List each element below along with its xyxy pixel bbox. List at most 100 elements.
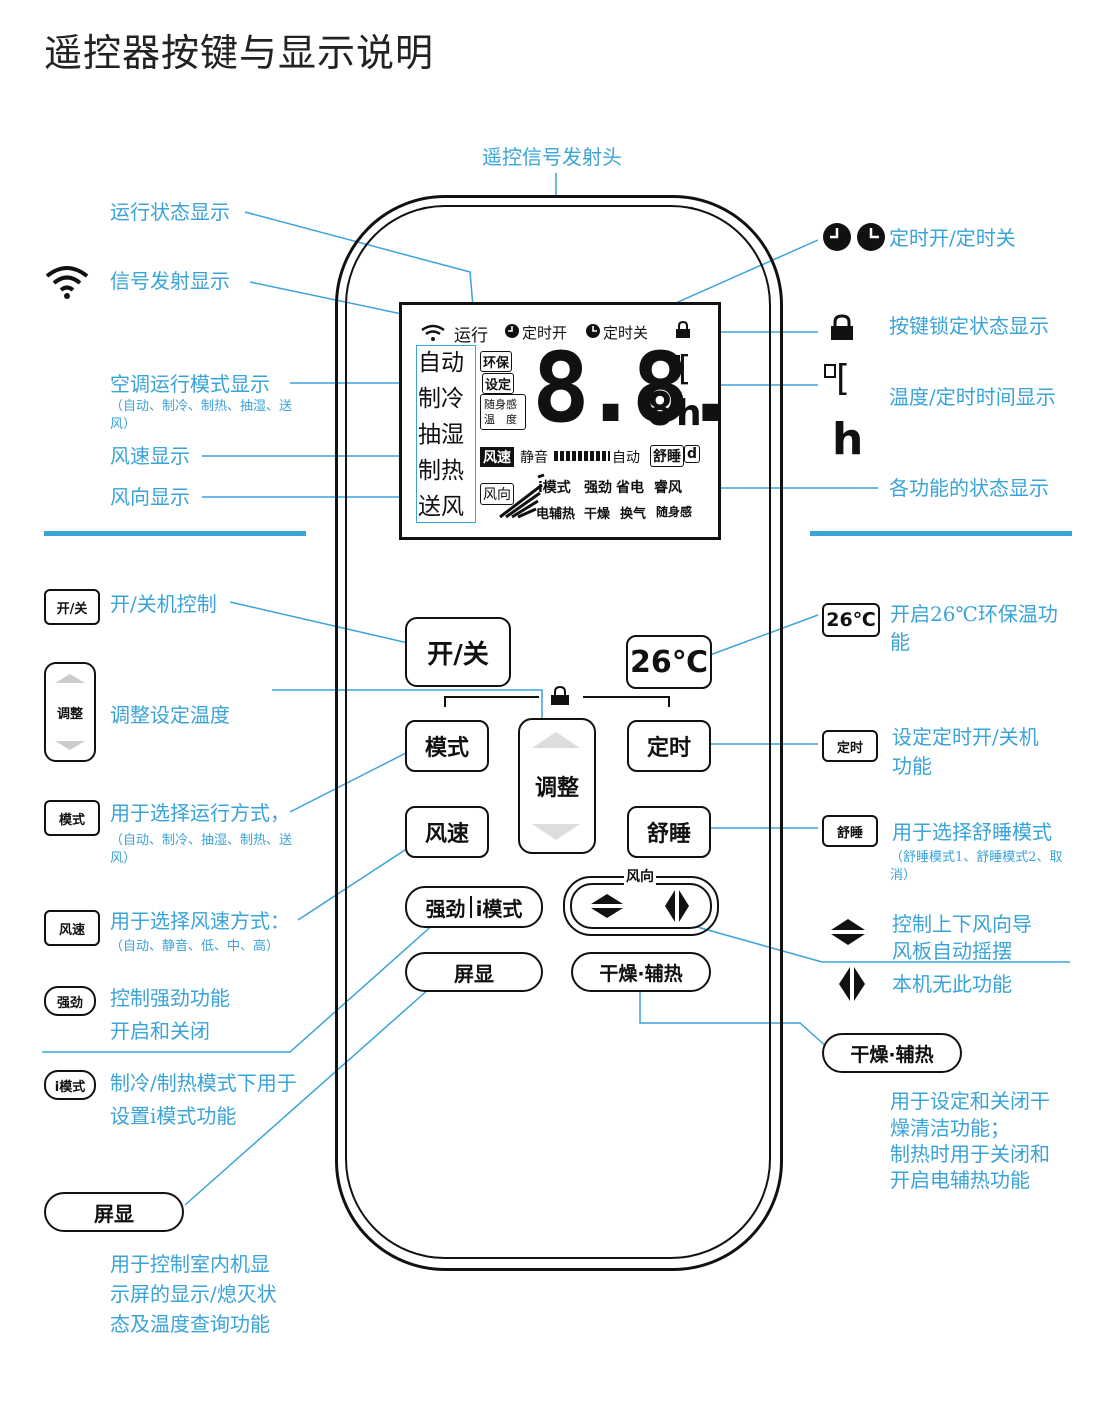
lcd-timer-on: 定时开 [522,324,568,342]
turbo-imode-button[interactable]: 强劲 i模式 [405,886,543,928]
swing-leftright-icon[interactable] [664,889,690,923]
power-button[interactable]: 开/关 [405,617,511,687]
label-fan-dir: 风向显示 [110,485,190,509]
lcd-sleep-mode-icon: d [684,445,701,463]
lcd-eco: 环保 [480,351,513,372]
small-down-arrow-icon [55,741,85,750]
up-arrow-icon[interactable] [528,728,584,750]
sleep-icon-small: 舒睡 [822,815,878,847]
label-timer: 定时开/定时关 [889,226,1016,250]
celsius-glyph: [ [836,358,851,399]
power-icon-small: 开/关 [44,589,100,625]
eco26-button[interactable]: 26℃ [626,635,712,689]
desc-dry-1: 用于设定和关闭干 [890,1089,1050,1113]
lcd-mode-heat: 制热 [418,458,464,484]
desc-power: 开/关机控制 [110,592,217,616]
lcd-mode-cool: 制冷 [418,386,464,412]
label-ac-mode-sub: （自动、制冷、制热、抽湿、送风） [110,399,293,432]
adjust-label: 调整 [534,776,579,801]
desc-swing-1: 控制上下风向导 [892,912,1032,936]
lcd-clock-on-icon [505,324,519,338]
display-icon-small: 屏显 [44,1192,184,1232]
desc-no-func: 本机无此功能 [892,972,1012,996]
desc-dry-2: 燥清洁功能； [890,1116,1010,1140]
sleep-button[interactable]: 舒睡 [627,806,711,858]
lcd-run: 运行 [454,326,488,346]
timer-button[interactable]: 定时 [627,720,711,772]
lock-icon [831,314,853,340]
display-button[interactable]: 屏显 [405,952,543,992]
lcd-mode-fan: 送风 [418,494,464,520]
lcd-digit-small: 8 [646,382,674,436]
lcd-sleep: 舒睡 [650,445,684,467]
lcd-body-box: 随身感 温 度 [480,394,526,430]
direction-button[interactable] [570,883,712,929]
desc-turbo-2: 开启和关闭 [110,1019,210,1043]
lcd-mode-box [416,345,476,523]
small-up-arrow-icon [55,674,85,683]
label-ac-mode: 空调运行模式显示 [110,372,270,396]
remote-body [335,195,783,1271]
lcd-turbo: 强劲 [584,480,612,496]
lcd-timer-off: 定时关 [603,324,649,342]
desc-adjust: 调整设定温度 [110,703,230,727]
swing-leftright-icon-small [839,967,865,1001]
button-separator [469,896,472,918]
lcd-vent: 换气 [620,507,647,522]
label-lock: 按键锁定状态显示 [889,314,1049,338]
lcd-degree [670,355,680,367]
imode-label: i模式 [475,896,523,921]
desc-mode: 用于选择运行方式， [110,801,290,825]
adjust-icon-label: 调整 [56,706,83,722]
lcd-save: 省电 [616,480,644,496]
desc-timer-1: 设定定时开/关机 [892,725,1039,749]
desc-dry-4: 开启电辅热功能 [890,1168,1030,1192]
lock-bracket [444,685,670,707]
lcd-imode: i模式 [538,480,571,496]
desc-imode-1: 制冷/制热模式下用于 [110,1071,297,1095]
direction-label: 风向 [624,866,656,886]
adjust-icon-small: 调整 [44,662,96,762]
lcd-dir: 风向 [480,483,514,505]
page-title: 遥控器按键与显示说明 [44,31,435,75]
lcd-hour: h [676,393,702,434]
lcd-louver-icon [499,473,545,519]
swing-updown-icon-small [831,919,865,945]
desc-mode-sub: （自动、制冷、抽湿、制热、送风） [110,833,293,866]
clock-icons [823,223,885,251]
lcd-body2: 温 度 [484,413,517,426]
dry-heat-button[interactable]: 干燥·辅热 [571,952,711,992]
lcd-rui: 睿风 [654,480,682,496]
label-func-status: 各功能的状态显示 [889,476,1049,500]
desc-sleep: 用于选择舒睡模式 [892,820,1052,844]
label-signal-head: 遥控信号发射头 [482,145,622,169]
lcd-digits: 8.8. [532,332,739,444]
label-signal-emit: 信号发射显示 [110,269,230,293]
lcd-body1: 随身感 [484,398,517,411]
swing-updown-icon[interactable] [590,893,624,919]
imode-icon-small: i模式 [44,1070,96,1100]
lcd-body: 随身感 [656,505,693,519]
desc-eco26-2: 能 [890,630,910,654]
lcd-speed-bars [554,451,610,461]
mode-icon-small: 模式 [44,800,100,836]
lcd-wifi-icon [421,324,445,341]
temp-time-icon: [ h [822,358,863,465]
desc-display-1: 用于控制室内机显 [110,1252,270,1276]
divider-right [810,531,1072,536]
lcd-lock-icon [676,321,690,338]
lcd-screen: 运行 定时开 定时关 自动 制冷 抽湿 制热 送风 环保 设定 随身感 温 度 … [399,302,739,540]
speed-icon-small: 风速 [44,910,100,946]
turbo-label: 强劲 [425,896,466,921]
lcd-mode-auto: 自动 [418,350,464,376]
mode-button[interactable]: 模式 [405,720,489,772]
speed-button[interactable]: 风速 [405,806,489,858]
eco26-icon-small: 26℃ [822,603,880,637]
lcd-fan: 风速 [480,447,514,467]
down-arrow-icon[interactable] [528,822,584,844]
turbo-icon-small: 强劲 [44,986,96,1016]
wifi-icon [45,266,89,299]
adjust-button[interactable]: 调整 [518,718,596,854]
timer-icon-small: 定时 [822,730,878,762]
desc-swing-2: 风板自动摇摆 [892,939,1012,963]
